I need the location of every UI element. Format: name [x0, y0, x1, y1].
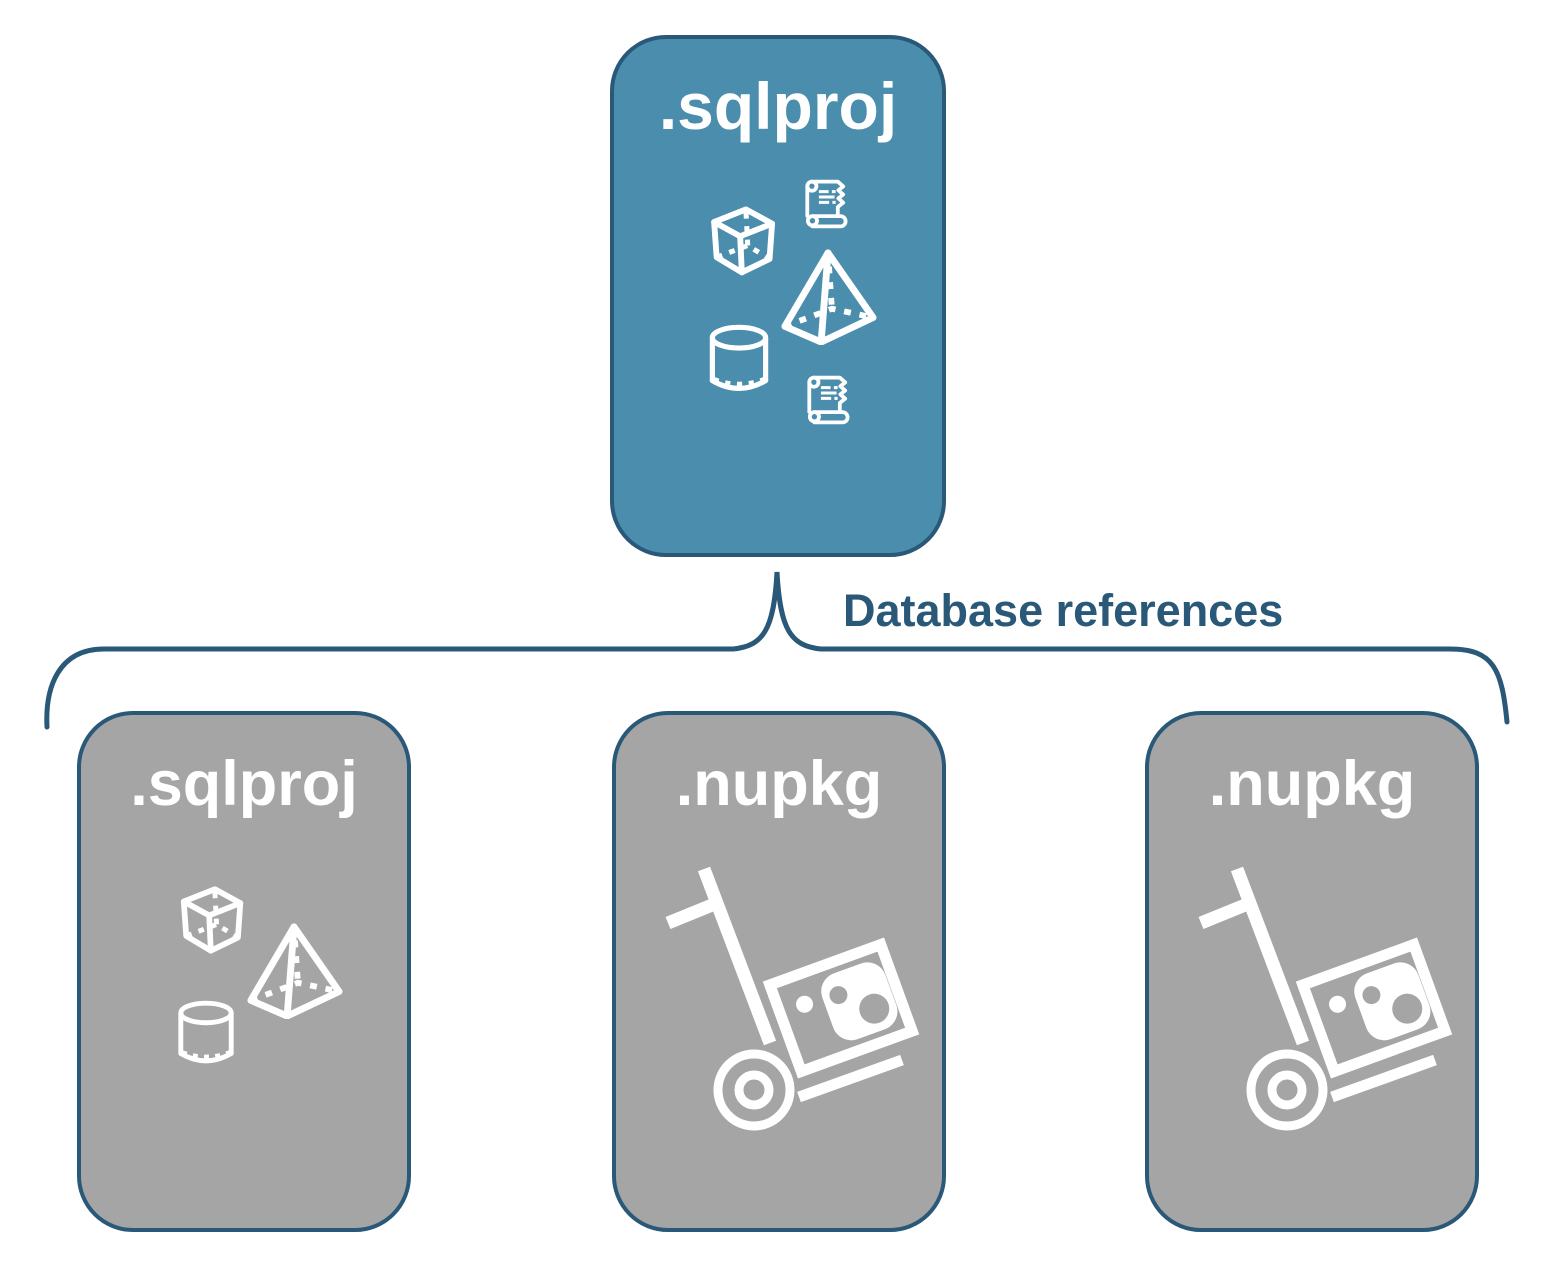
package-dolly-icon: [634, 853, 934, 1153]
pyramid-icon: [776, 247, 880, 345]
child-box-label: .sqlproj: [130, 749, 358, 819]
child-box-nupkg-1: .nupkg: [612, 711, 946, 1232]
child-box-label: .nupkg: [1208, 749, 1416, 819]
pyramid-icon: [241, 921, 347, 1019]
child-box-nupkg-2: .nupkg: [1145, 711, 1479, 1232]
package-dolly-icon: [1167, 853, 1467, 1153]
cube-icon: [696, 201, 786, 285]
scroll-icon: [800, 177, 854, 231]
child-box-label: .nupkg: [675, 749, 883, 819]
connector-label: Database references: [843, 585, 1284, 636]
scroll-icon: [802, 373, 856, 427]
root-box-sqlproj: .sqlproj: [610, 35, 946, 557]
child-box-sqlproj: .sqlproj: [77, 711, 411, 1232]
cylinder-icon: [171, 994, 241, 1076]
root-box-label: .sqlproj: [658, 69, 898, 143]
cylinder-icon: [702, 321, 776, 401]
